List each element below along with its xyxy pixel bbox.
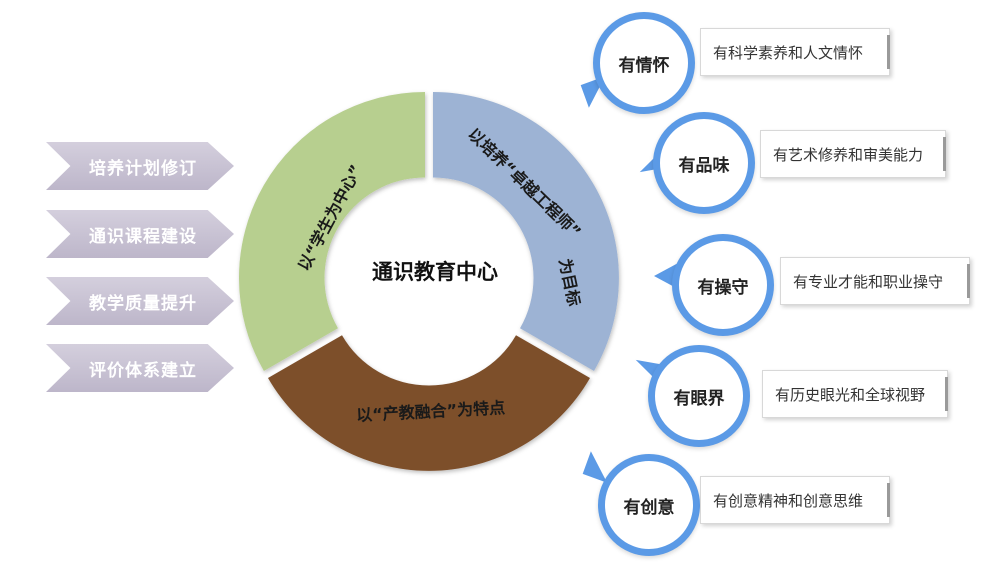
step-label: 评价体系建立 xyxy=(89,360,197,381)
ring-segment-right xyxy=(433,92,619,371)
quality-circle-3: 有操守 xyxy=(672,234,774,336)
quality-title: 有操守 xyxy=(697,277,749,298)
quality-title: 有情怀 xyxy=(618,55,670,76)
quality-title: 有眼界 xyxy=(673,388,725,409)
quality-desc: 有历史眼光和全球视野 xyxy=(775,385,926,404)
quality-circle-1: 有情怀 xyxy=(593,12,695,114)
step-chevron-2: 通识课程建设 xyxy=(46,210,234,258)
step-label: 教学质量提升 xyxy=(89,293,197,314)
quality-desc: 有专业才能和职业操守 xyxy=(793,272,944,291)
quality-desc-box-3: 有专业才能和职业操守 xyxy=(780,257,970,305)
step-label: 培养计划修订 xyxy=(89,158,197,179)
quality-circle-2: 有品味 xyxy=(653,112,755,214)
quality-title: 有品味 xyxy=(678,155,730,176)
step-label: 通识课程建设 xyxy=(89,226,197,247)
center-title: 通识教育中心 xyxy=(372,260,498,284)
quality-desc-box-2: 有艺术修养和审美能力 xyxy=(760,130,946,178)
quality-circle-5: 有创意 xyxy=(598,454,700,556)
ring-segment-bottom xyxy=(268,335,590,471)
quality-title: 有创意 xyxy=(623,497,675,518)
quality-circle-4: 有眼界 xyxy=(648,345,750,447)
step-chevron-4: 评价体系建立 xyxy=(46,344,234,392)
quality-desc: 有科学素养和人文情怀 xyxy=(713,43,864,62)
step-chevron-1: 培养计划修订 xyxy=(46,142,234,190)
quality-desc-box-4: 有历史眼光和全球视野 xyxy=(762,370,948,418)
quality-desc-box-1: 有科学素养和人文情怀 xyxy=(700,28,890,76)
quality-desc-box-5: 有创意精神和创意思维 xyxy=(700,476,890,524)
ring-segment-left xyxy=(238,91,425,371)
quality-desc: 有艺术修养和审美能力 xyxy=(773,145,924,164)
quality-desc: 有创意精神和创意思维 xyxy=(713,491,864,510)
step-chevron-3: 教学质量提升 xyxy=(46,277,234,325)
